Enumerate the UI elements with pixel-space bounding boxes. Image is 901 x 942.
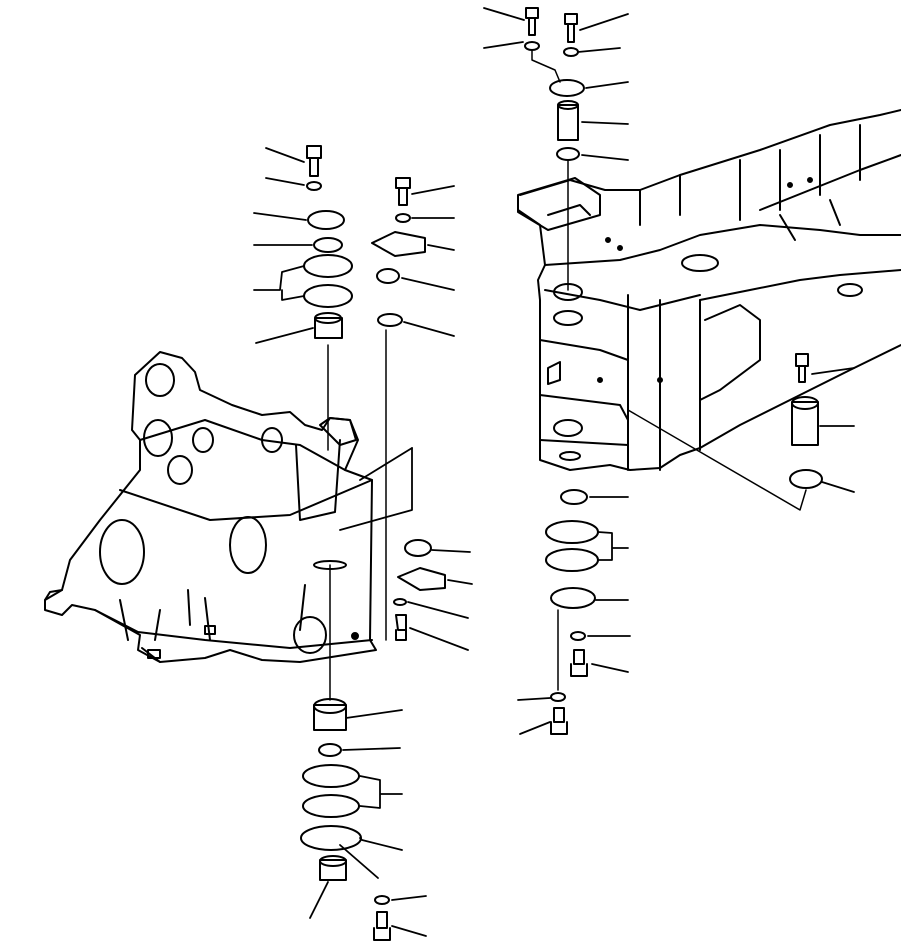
bearing-part <box>313 237 343 253</box>
bolt-part <box>564 13 578 43</box>
retainer-plate-part <box>307 210 345 230</box>
bolt-part <box>525 7 539 36</box>
pin-part <box>557 104 579 141</box>
small-parts <box>300 7 823 941</box>
retainer-plate-part <box>550 587 596 609</box>
shim-part <box>303 254 353 278</box>
washer-part <box>524 41 540 51</box>
washer-part <box>393 598 407 606</box>
retainer-plate-part <box>549 79 585 97</box>
shim-part <box>302 764 360 788</box>
leader-lines <box>253 7 855 937</box>
washer-part <box>306 181 322 191</box>
front-frame <box>517 109 901 471</box>
pin-part <box>791 401 819 446</box>
bearing-part <box>560 489 588 505</box>
washer-part <box>395 213 411 223</box>
shim-part <box>545 520 599 544</box>
lock-plate-part <box>397 567 446 591</box>
washer-part <box>570 631 586 641</box>
retainer-plate-part <box>300 825 362 851</box>
rear-frame <box>44 329 387 701</box>
bolt-part <box>373 911 391 941</box>
bolt-part <box>306 145 322 177</box>
lock-plate-part <box>371 231 426 257</box>
washer-part <box>563 47 579 57</box>
bolt-part <box>550 707 568 735</box>
bearing-part <box>318 743 342 757</box>
bearing-part <box>556 147 580 161</box>
seal-part <box>789 469 823 489</box>
washer-part <box>550 692 566 702</box>
bushing-part <box>376 268 400 284</box>
bolt-part <box>395 614 407 641</box>
bearing-part <box>404 539 432 557</box>
shim-part <box>545 548 599 572</box>
bolt-part <box>395 177 411 206</box>
shim-part <box>302 794 360 818</box>
shim-part <box>303 284 353 308</box>
seal-part <box>377 313 403 327</box>
bolt-part <box>795 353 809 383</box>
bolt-part <box>570 649 588 677</box>
spacer-part <box>313 704 347 731</box>
spacer-part <box>319 859 347 881</box>
spacer-part <box>314 317 343 339</box>
washer-part <box>374 895 390 905</box>
